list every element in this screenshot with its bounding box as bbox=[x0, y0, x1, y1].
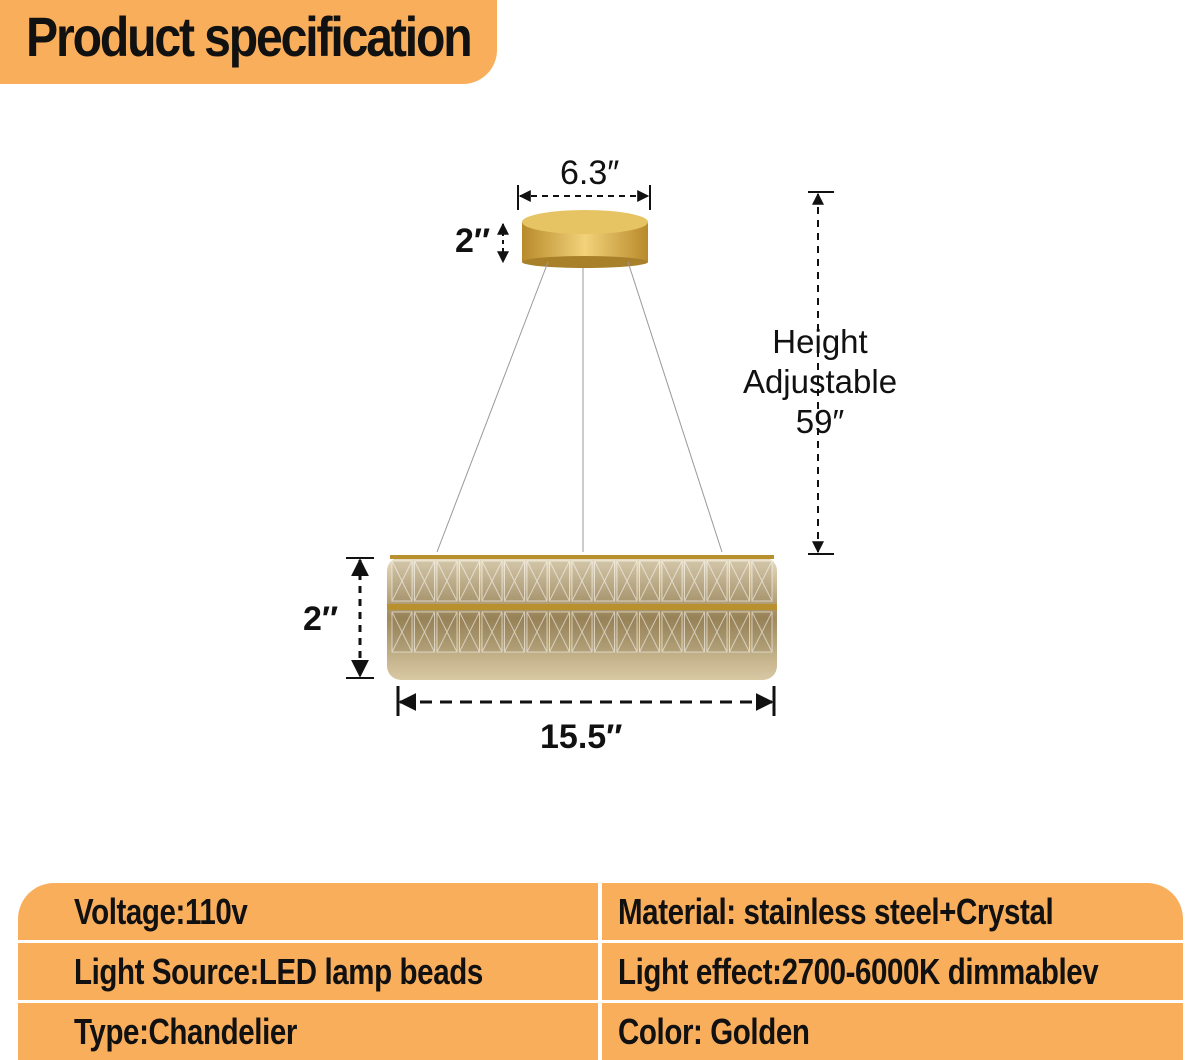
spec-type: Type:Chandelier bbox=[74, 1011, 297, 1052]
crystal-facet bbox=[571, 611, 593, 653]
crystal-facet bbox=[571, 560, 593, 602]
crystal-ring bbox=[387, 555, 777, 680]
spec-cell: Light effect:2700-6000K dimmablev bbox=[602, 943, 1183, 1000]
crystal-facet bbox=[414, 611, 435, 653]
suspension-wires bbox=[436, 261, 723, 553]
crystal-facet bbox=[414, 560, 435, 602]
crystal-facet bbox=[549, 611, 570, 653]
crystal-facet bbox=[459, 611, 480, 653]
canopy-width-label: 6.3″ bbox=[560, 154, 620, 192]
crystal-facet bbox=[751, 611, 773, 653]
canopy-height-label: 2″ bbox=[455, 222, 491, 260]
crystal-facet bbox=[661, 560, 683, 602]
spec-light-effect: Light effect:2700-6000K dimmablev bbox=[618, 951, 1099, 992]
height-label-line2: Adjustable bbox=[742, 363, 898, 400]
spec-cell: Color: Golden bbox=[602, 1003, 1183, 1060]
canopy bbox=[522, 210, 648, 268]
chandelier-diagram bbox=[346, 185, 834, 716]
crystal-facet bbox=[661, 611, 683, 653]
page-title: Product specification bbox=[26, 5, 473, 68]
crystal-facet bbox=[729, 560, 750, 602]
dimension-lines bbox=[346, 185, 834, 716]
height-adjustable-label: Height Adjustable 59″ bbox=[730, 322, 910, 442]
crystal-facet bbox=[594, 560, 615, 602]
spec-light-source: Light Source:LED lamp beads bbox=[74, 951, 483, 992]
crystal-facet bbox=[391, 611, 413, 653]
height-label-line1: Height bbox=[772, 323, 868, 360]
crystal-facet bbox=[549, 560, 570, 602]
spec-voltage: Voltage:110v bbox=[74, 891, 248, 932]
crystal-facet bbox=[504, 560, 525, 602]
spec-cell: Material: stainless steel+Crystal bbox=[602, 883, 1183, 940]
crystal-facet bbox=[594, 611, 615, 653]
spec-material: Material: stainless steel+Crystal bbox=[618, 891, 1054, 932]
spec-cell: Type:Chandelier bbox=[18, 1003, 598, 1060]
crystal-facet bbox=[706, 560, 728, 602]
crystal-facet bbox=[481, 611, 503, 653]
spec-table: Voltage:110v Material: stainless steel+C… bbox=[18, 883, 1183, 1060]
crystal-facet bbox=[459, 560, 480, 602]
crystal-facet bbox=[481, 560, 503, 602]
spec-cell: Voltage:110v bbox=[18, 883, 598, 940]
crystal-facet bbox=[391, 560, 413, 602]
crystal-facet bbox=[706, 611, 728, 653]
crystal-facet bbox=[526, 611, 548, 653]
crystal-facet bbox=[436, 611, 458, 653]
spec-color: Color: Golden bbox=[618, 1011, 810, 1052]
crystal-facet bbox=[639, 611, 660, 653]
crystal-facet bbox=[639, 560, 660, 602]
title-banner: Product specification bbox=[0, 0, 497, 84]
crystal-facet bbox=[436, 560, 458, 602]
crystal-facet bbox=[751, 560, 773, 602]
crystal-facet bbox=[526, 560, 548, 602]
crystal-facet bbox=[684, 560, 705, 602]
crystal-facet bbox=[504, 611, 525, 653]
height-value: 59″ bbox=[795, 403, 845, 440]
crystal-facet bbox=[616, 560, 638, 602]
ring-diameter-label: 15.5″ bbox=[540, 718, 623, 756]
crystal-facet bbox=[729, 611, 750, 653]
crystal-facet bbox=[684, 611, 705, 653]
crystal-facet bbox=[616, 611, 638, 653]
ring-height-label: 2″ bbox=[303, 600, 339, 638]
spec-cell: Light Source:LED lamp beads bbox=[18, 943, 598, 1000]
